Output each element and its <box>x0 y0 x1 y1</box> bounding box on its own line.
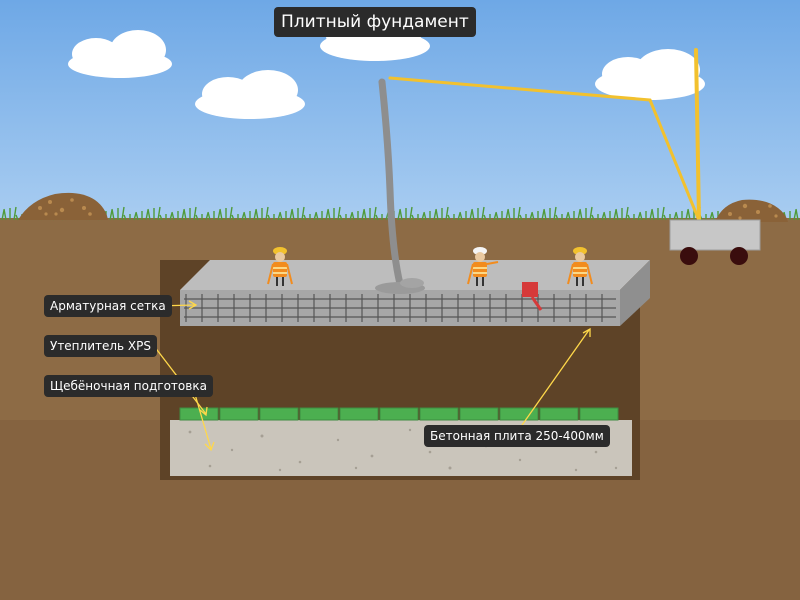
cloud-4 <box>595 49 705 100</box>
concrete-pour-pile-top <box>400 278 424 288</box>
rebar-mesh <box>184 294 616 322</box>
worker-2 <box>467 247 499 286</box>
label-rebar-mesh: Арматурная сетка <box>44 295 172 317</box>
diagram-title: Плитный фундамент <box>274 7 476 37</box>
cloud-2 <box>195 70 305 119</box>
worker-3 <box>567 247 593 286</box>
dirt-pile-right <box>715 199 788 222</box>
label-concrete-slab: Бетонная плита 250-400мм <box>424 425 610 447</box>
pointer-slab <box>519 329 590 429</box>
cloud-1 <box>68 30 172 78</box>
label-xps-insulation: Утеплитель XPS <box>44 335 158 357</box>
crane <box>388 48 701 222</box>
worker-1 <box>267 247 293 286</box>
dirt-pile-left <box>18 192 108 220</box>
shovel <box>522 282 543 311</box>
label-gravel-base: Щебёночная подготовка <box>44 375 213 397</box>
slab-side <box>620 260 650 326</box>
concrete-pump-hose <box>378 78 404 288</box>
concrete-truck <box>669 219 761 265</box>
xps-insulation-layer <box>179 407 619 421</box>
